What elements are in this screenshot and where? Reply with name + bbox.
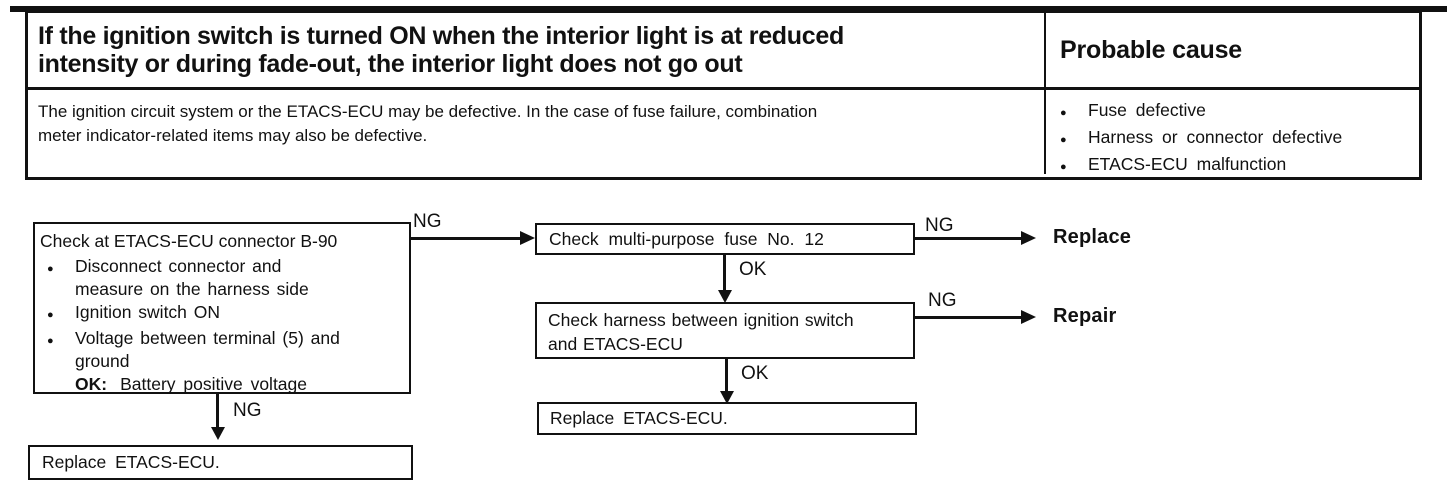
arrow-harness-to-repair <box>915 316 1022 319</box>
flow-node-check-connector-title: Check at ETACS-ECU connector B-90 <box>40 231 338 251</box>
probable-cause-item: ETACS-ECU malfunction <box>1058 152 1415 179</box>
flow-node-replace-ecu: Replace ETACS-ECU. <box>537 402 917 435</box>
arrowhead-right-icon <box>1021 231 1036 245</box>
arrow-fuse-to-harness <box>723 255 726 291</box>
comment-text: The ignition circuit system or the ETACS… <box>38 102 818 145</box>
arrow-harness-to-replace-ecu <box>725 359 728 392</box>
arrow-connector-to-fuse <box>411 237 521 240</box>
check-step-item: Ignition switch ON <box>37 301 405 327</box>
check-step-label: Ignition switch ON <box>75 302 221 322</box>
arrowhead-right-icon <box>520 231 535 245</box>
outcome-repair: Repair <box>1053 305 1117 327</box>
symptom-text: If the ignition switch is turned ON when… <box>38 22 844 78</box>
symptom-table-body-row: The ignition circuit system or the ETACS… <box>28 90 1419 174</box>
symptom-table: If the ignition switch is turned ON when… <box>25 8 1422 180</box>
flow-node-replace-ecu-2: Replace ETACS-ECU. <box>28 445 413 480</box>
check-step-item: Disconnect connector and measure on the … <box>37 255 405 301</box>
check-step-label: Voltage between terminal (5) and ground <box>75 328 340 371</box>
arrowhead-down-icon <box>720 391 734 404</box>
arrowhead-down-icon <box>718 290 732 303</box>
ng-label-fuse-to-replace: NG <box>925 215 954 236</box>
probable-cause-heading: Probable cause <box>1044 13 1419 87</box>
probable-cause-list: Fuse defective Harness or connector defe… <box>1044 90 1419 174</box>
arrowhead-right-icon <box>1021 310 1036 324</box>
flow-node-check-connector: Check at ETACS-ECU connector B-90 Discon… <box>33 222 411 394</box>
arrow-connector-to-replace-ecu <box>216 394 219 428</box>
bullet-icon <box>37 301 75 327</box>
probable-cause-item-label: ETACS-ECU malfunction <box>1088 154 1287 174</box>
probable-cause-item: Harness or connector defective <box>1058 125 1415 152</box>
ng-label-connector-to-replace-ecu: NG <box>233 400 262 421</box>
outcome-replace: Replace <box>1053 226 1132 248</box>
flow-node-check-fuse: Check multi-purpose fuse No. 12 <box>535 223 915 255</box>
ok-condition: OK: Battery positive voltage <box>75 373 405 396</box>
probable-cause-item-label: Harness or connector defective <box>1088 127 1343 147</box>
ok-label-fuse-to-harness: OK <box>739 259 767 280</box>
probable-cause-item-label: Fuse defective <box>1088 100 1206 120</box>
flow-node-check-harness: Check harness between ignition switch an… <box>535 302 915 359</box>
bullet-icon <box>37 327 75 353</box>
ok-condition-label: OK: <box>75 374 108 394</box>
probable-cause-item: Fuse defective <box>1058 98 1415 125</box>
check-step-label: Disconnect connector and measure on the … <box>75 256 309 299</box>
bullet-icon <box>37 255 75 281</box>
bullet-icon <box>1058 152 1088 179</box>
probable-cause-label: Probable cause <box>1060 35 1243 64</box>
ng-label-harness-to-repair: NG <box>928 290 957 311</box>
ok-condition-value: Battery positive voltage <box>120 374 308 394</box>
bullet-icon <box>1058 98 1088 125</box>
check-step-item: Voltage between terminal (5) and ground <box>37 327 405 373</box>
arrow-fuse-to-replace <box>915 237 1022 240</box>
ng-label-connector-to-fuse: NG <box>413 211 442 232</box>
arrowhead-down-icon <box>211 427 225 440</box>
ok-label-harness-to-replace-ecu: OK <box>741 363 769 384</box>
symptom-table-header-row: If the ignition switch is turned ON when… <box>28 13 1419 90</box>
bullet-icon <box>1058 125 1088 152</box>
